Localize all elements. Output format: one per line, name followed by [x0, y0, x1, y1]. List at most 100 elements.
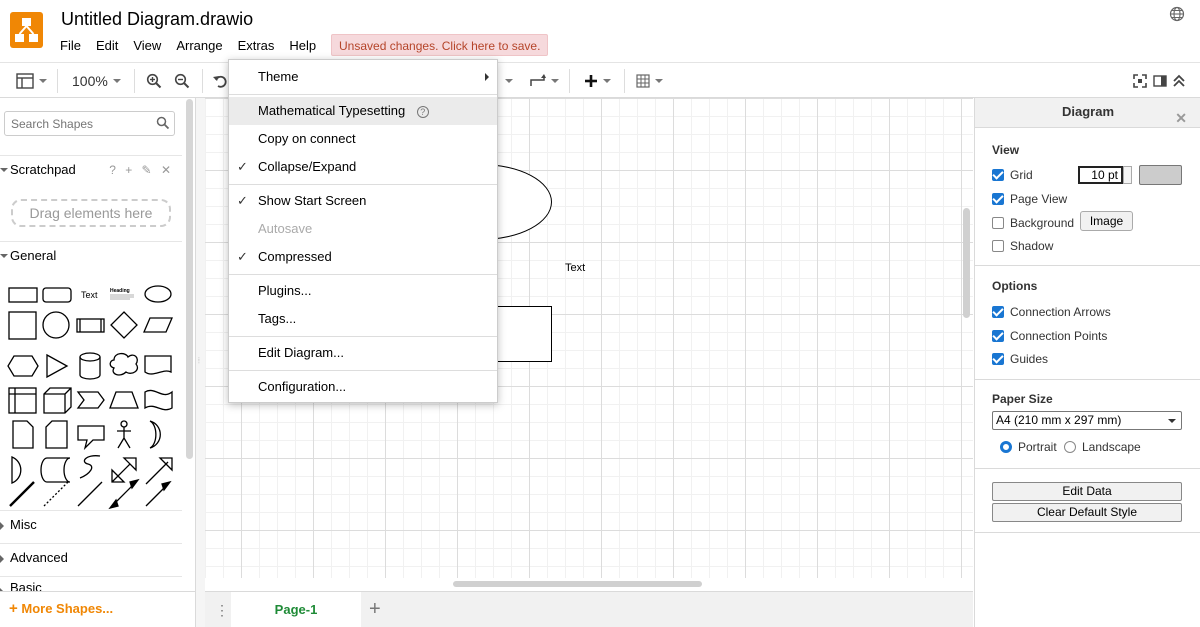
misc-header[interactable]: Misc	[0, 510, 182, 538]
basic-header[interactable]: Basic	[0, 576, 182, 591]
fullscreen-button[interactable]	[1133, 71, 1147, 91]
landscape-label: Landscape	[1082, 440, 1141, 454]
chevron-down-icon	[551, 79, 559, 83]
page-tab-1[interactable]: Page-1	[231, 592, 361, 627]
zoom-out-button[interactable]	[174, 71, 190, 91]
menu-file[interactable]: File	[60, 38, 81, 53]
menu-item-mathematical-typesetting[interactable]: Mathematical Typesetting ?	[229, 97, 497, 125]
table-icon	[636, 74, 650, 88]
shadow-checkbox[interactable]: Shadow	[992, 239, 1053, 253]
sidebar-scrollbar[interactable]	[186, 99, 193, 459]
misc-label: Misc	[10, 517, 37, 532]
checkmark-icon: ✓	[237, 159, 248, 174]
clear-default-style-button[interactable]: Clear Default Style	[992, 503, 1182, 522]
table-button[interactable]	[636, 71, 663, 91]
menu-item-label: Tags...	[258, 311, 297, 326]
search-shapes-input[interactable]	[4, 111, 175, 136]
scratchpad-drop-zone[interactable]: Drag elements here	[11, 199, 171, 227]
menu-item-tags[interactable]: Tags...	[229, 305, 497, 333]
format-panel-title: Diagram ✕	[975, 98, 1200, 128]
zoom-in-button[interactable]	[146, 71, 162, 91]
guides-checkbox[interactable]: Guides	[992, 352, 1048, 366]
format-panel-toggle-button[interactable]	[1153, 71, 1167, 91]
connection-points-checkbox[interactable]: Connection Points	[992, 329, 1107, 343]
zoom-value: 100%	[72, 73, 108, 89]
pages-menu-icon[interactable]: ⋮	[215, 602, 229, 618]
menu-edit[interactable]: Edit	[95, 38, 119, 53]
background-image-button[interactable]: Image	[1080, 211, 1133, 231]
fullscreen-icon	[1133, 74, 1147, 88]
help-icon[interactable]: ?	[416, 106, 429, 118]
chevron-double-up-icon	[1173, 74, 1185, 87]
menu-item-label: Plugins...	[258, 283, 312, 298]
menu-item-edit-diagram[interactable]: Edit Diagram...	[229, 339, 497, 367]
general-shapes-palette[interactable]: Text Heading	[0, 278, 186, 510]
grid-size-input[interactable]: 10 pt	[1078, 166, 1123, 184]
portrait-radio[interactable]: Portrait	[1000, 440, 1057, 454]
insert-button[interactable]	[584, 71, 611, 91]
sidebar-resize-handle[interactable]: ⦙	[196, 98, 205, 627]
format-panel-title-text: Diagram	[1061, 104, 1115, 119]
close-icon[interactable]: ✕	[1175, 110, 1187, 126]
background-checkbox[interactable]: Background	[992, 216, 1074, 230]
options-section-title: Options	[992, 279, 1038, 293]
connection-arrows-label: Connection Arrows	[1010, 305, 1111, 319]
menu-item-show-start-screen[interactable]: ✓ Show Start Screen	[229, 187, 497, 215]
general-header[interactable]: General	[0, 241, 182, 269]
add-page-icon[interactable]: +	[369, 598, 381, 620]
menu-item-compressed[interactable]: ✓ Compressed	[229, 243, 497, 271]
connection-points-label: Connection Points	[1010, 329, 1108, 343]
collapsed-triangle-icon	[0, 588, 4, 591]
collapse-toolbar-button[interactable]	[1172, 71, 1186, 91]
plus-icon: +	[9, 600, 18, 617]
zoom-select[interactable]: 100%	[72, 71, 121, 91]
scratchpad-header[interactable]: Scratchpad ? + ✎ ✕	[0, 155, 182, 183]
undo-button[interactable]	[213, 71, 227, 91]
menu-extras[interactable]: Extras	[237, 38, 275, 53]
search-icon[interactable]	[156, 116, 170, 130]
checkbox-checked-icon	[992, 353, 1004, 365]
background-label: Background	[1010, 216, 1075, 230]
menu-item-plugins[interactable]: Plugins...	[229, 277, 497, 305]
grid-color-button[interactable]	[1139, 165, 1182, 185]
canvas-vertical-scrollbar[interactable]	[963, 208, 970, 318]
connection-arrows-checkbox[interactable]: Connection Arrows	[992, 305, 1111, 319]
menu-item-copy-on-connect[interactable]: Copy on connect	[229, 125, 497, 153]
expand-triangle-icon	[0, 168, 8, 172]
sidebar-right-icon	[1153, 75, 1167, 87]
menu-item-label: Collapse/Expand	[258, 159, 357, 174]
more-shapes-button[interactable]: + More Shapes...	[0, 591, 196, 627]
menu-item-configuration[interactable]: Configuration...	[229, 373, 497, 401]
format-panel: Diagram ✕ View Grid 10 pt Page View Back…	[974, 98, 1200, 627]
landscape-radio[interactable]: Landscape	[1064, 440, 1141, 454]
edit-data-button[interactable]: Edit Data	[992, 482, 1182, 501]
page-tabs-bar: ⋮ Page-1 +	[205, 591, 973, 627]
menu-item-label: Copy on connect	[258, 131, 356, 146]
radio-selected-icon	[1000, 441, 1012, 453]
canvas-horizontal-scrollbar[interactable]	[453, 581, 702, 587]
grid-size-stepper[interactable]	[1123, 166, 1132, 184]
page-view-checkbox[interactable]: Page View	[992, 192, 1067, 206]
menu-help[interactable]: Help	[289, 38, 317, 53]
drawio-logo[interactable]	[10, 12, 43, 48]
menu-item-theme[interactable]: Theme	[229, 63, 497, 91]
scratchpad-actions[interactable]: ? + ✎ ✕	[109, 163, 174, 177]
checkbox-checked-icon	[992, 330, 1004, 342]
menu-arrange[interactable]: Arrange	[176, 38, 223, 53]
waypoints-button[interactable]	[530, 71, 559, 91]
document-title[interactable]: Untitled Diagram.drawio	[61, 9, 254, 29]
portrait-label: Portrait	[1018, 440, 1057, 454]
paper-size-select[interactable]: A4 (210 mm x 297 mm)	[992, 411, 1182, 430]
connection-style-button[interactable]	[500, 71, 513, 91]
menu-item-collapse-expand[interactable]: ✓ Collapse/Expand	[229, 153, 497, 181]
text-shape[interactable]: Text	[565, 262, 586, 274]
paper-size-section-title: Paper Size	[992, 392, 1053, 406]
grid-checkbox[interactable]: Grid	[992, 168, 1033, 182]
panels-toggle-button[interactable]	[16, 71, 47, 91]
checkbox-checked-icon	[992, 169, 1004, 181]
advanced-header[interactable]: Advanced	[0, 543, 182, 571]
shape-text-label: Text	[81, 290, 98, 300]
globe-icon[interactable]	[1169, 6, 1185, 22]
unsaved-changes-button[interactable]: Unsaved changes. Click here to save.	[331, 34, 549, 56]
menu-view[interactable]: View	[133, 38, 162, 53]
